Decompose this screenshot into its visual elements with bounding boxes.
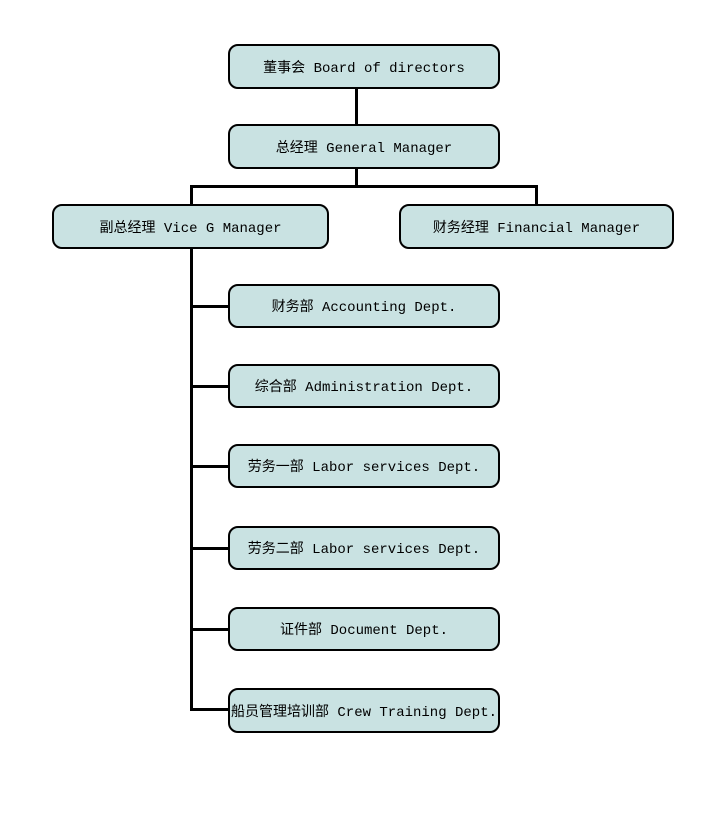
org-node-accounting-dept: 财务部 Accounting Dept.: [228, 284, 500, 328]
org-node-vice-general-manager: 副总经理 Vice G Manager: [52, 204, 329, 249]
connector-stub-crew-training: [190, 708, 230, 711]
connector-split-horizontal: [190, 185, 538, 188]
connector-stub-accounting: [190, 305, 230, 308]
org-node-crew-training-dept: 船员管理培训部 Crew Training Dept.: [228, 688, 500, 733]
org-node-administration-dept: 综合部 Administration Dept.: [228, 364, 500, 408]
connector-stub-document: [190, 628, 230, 631]
org-node-vice-general-manager-label: 副总经理 Vice G Manager: [99, 220, 282, 237]
connector-to-vice-gm: [190, 185, 193, 205]
org-node-labor-services-dept-2-label: 劳务二部 Labor services Dept.: [247, 542, 481, 558]
org-node-labor-services-dept-1-label: 劳务一部 Labor services Dept.: [247, 460, 481, 476]
connector-stub-labor-1: [190, 465, 230, 468]
org-node-labor-services-dept-1: 劳务一部 Labor services Dept.: [228, 444, 500, 488]
org-node-financial-manager-label: 财务经理 Financial Manager: [432, 220, 641, 237]
connector-stub-labor-2: [190, 547, 230, 550]
org-node-document-dept-label: 证件部 Document Dept.: [279, 623, 449, 639]
connector-stub-administration: [190, 385, 230, 388]
org-node-general-manager: 总经理 General Manager: [228, 124, 500, 169]
connector-board-to-gm: [355, 88, 358, 125]
connector-gm-down: [355, 168, 358, 188]
connector-trunk-vertical: [190, 248, 193, 711]
org-node-accounting-dept-label: 财务部 Accounting Dept.: [271, 300, 457, 316]
org-node-board: 董事会 Board of directors: [228, 44, 500, 89]
org-node-labor-services-dept-2: 劳务二部 Labor services Dept.: [228, 526, 500, 570]
org-node-board-label: 董事会 Board of directors: [263, 60, 465, 77]
org-node-crew-training-dept-label: 船员管理培训部 Crew Training Dept.: [230, 704, 498, 721]
connector-to-financial-manager: [535, 185, 538, 205]
org-node-administration-dept-label: 综合部 Administration Dept.: [254, 380, 474, 396]
org-node-general-manager-label: 总经理 General Manager: [275, 140, 453, 157]
org-node-financial-manager: 财务经理 Financial Manager: [399, 204, 674, 249]
org-node-document-dept: 证件部 Document Dept.: [228, 607, 500, 651]
